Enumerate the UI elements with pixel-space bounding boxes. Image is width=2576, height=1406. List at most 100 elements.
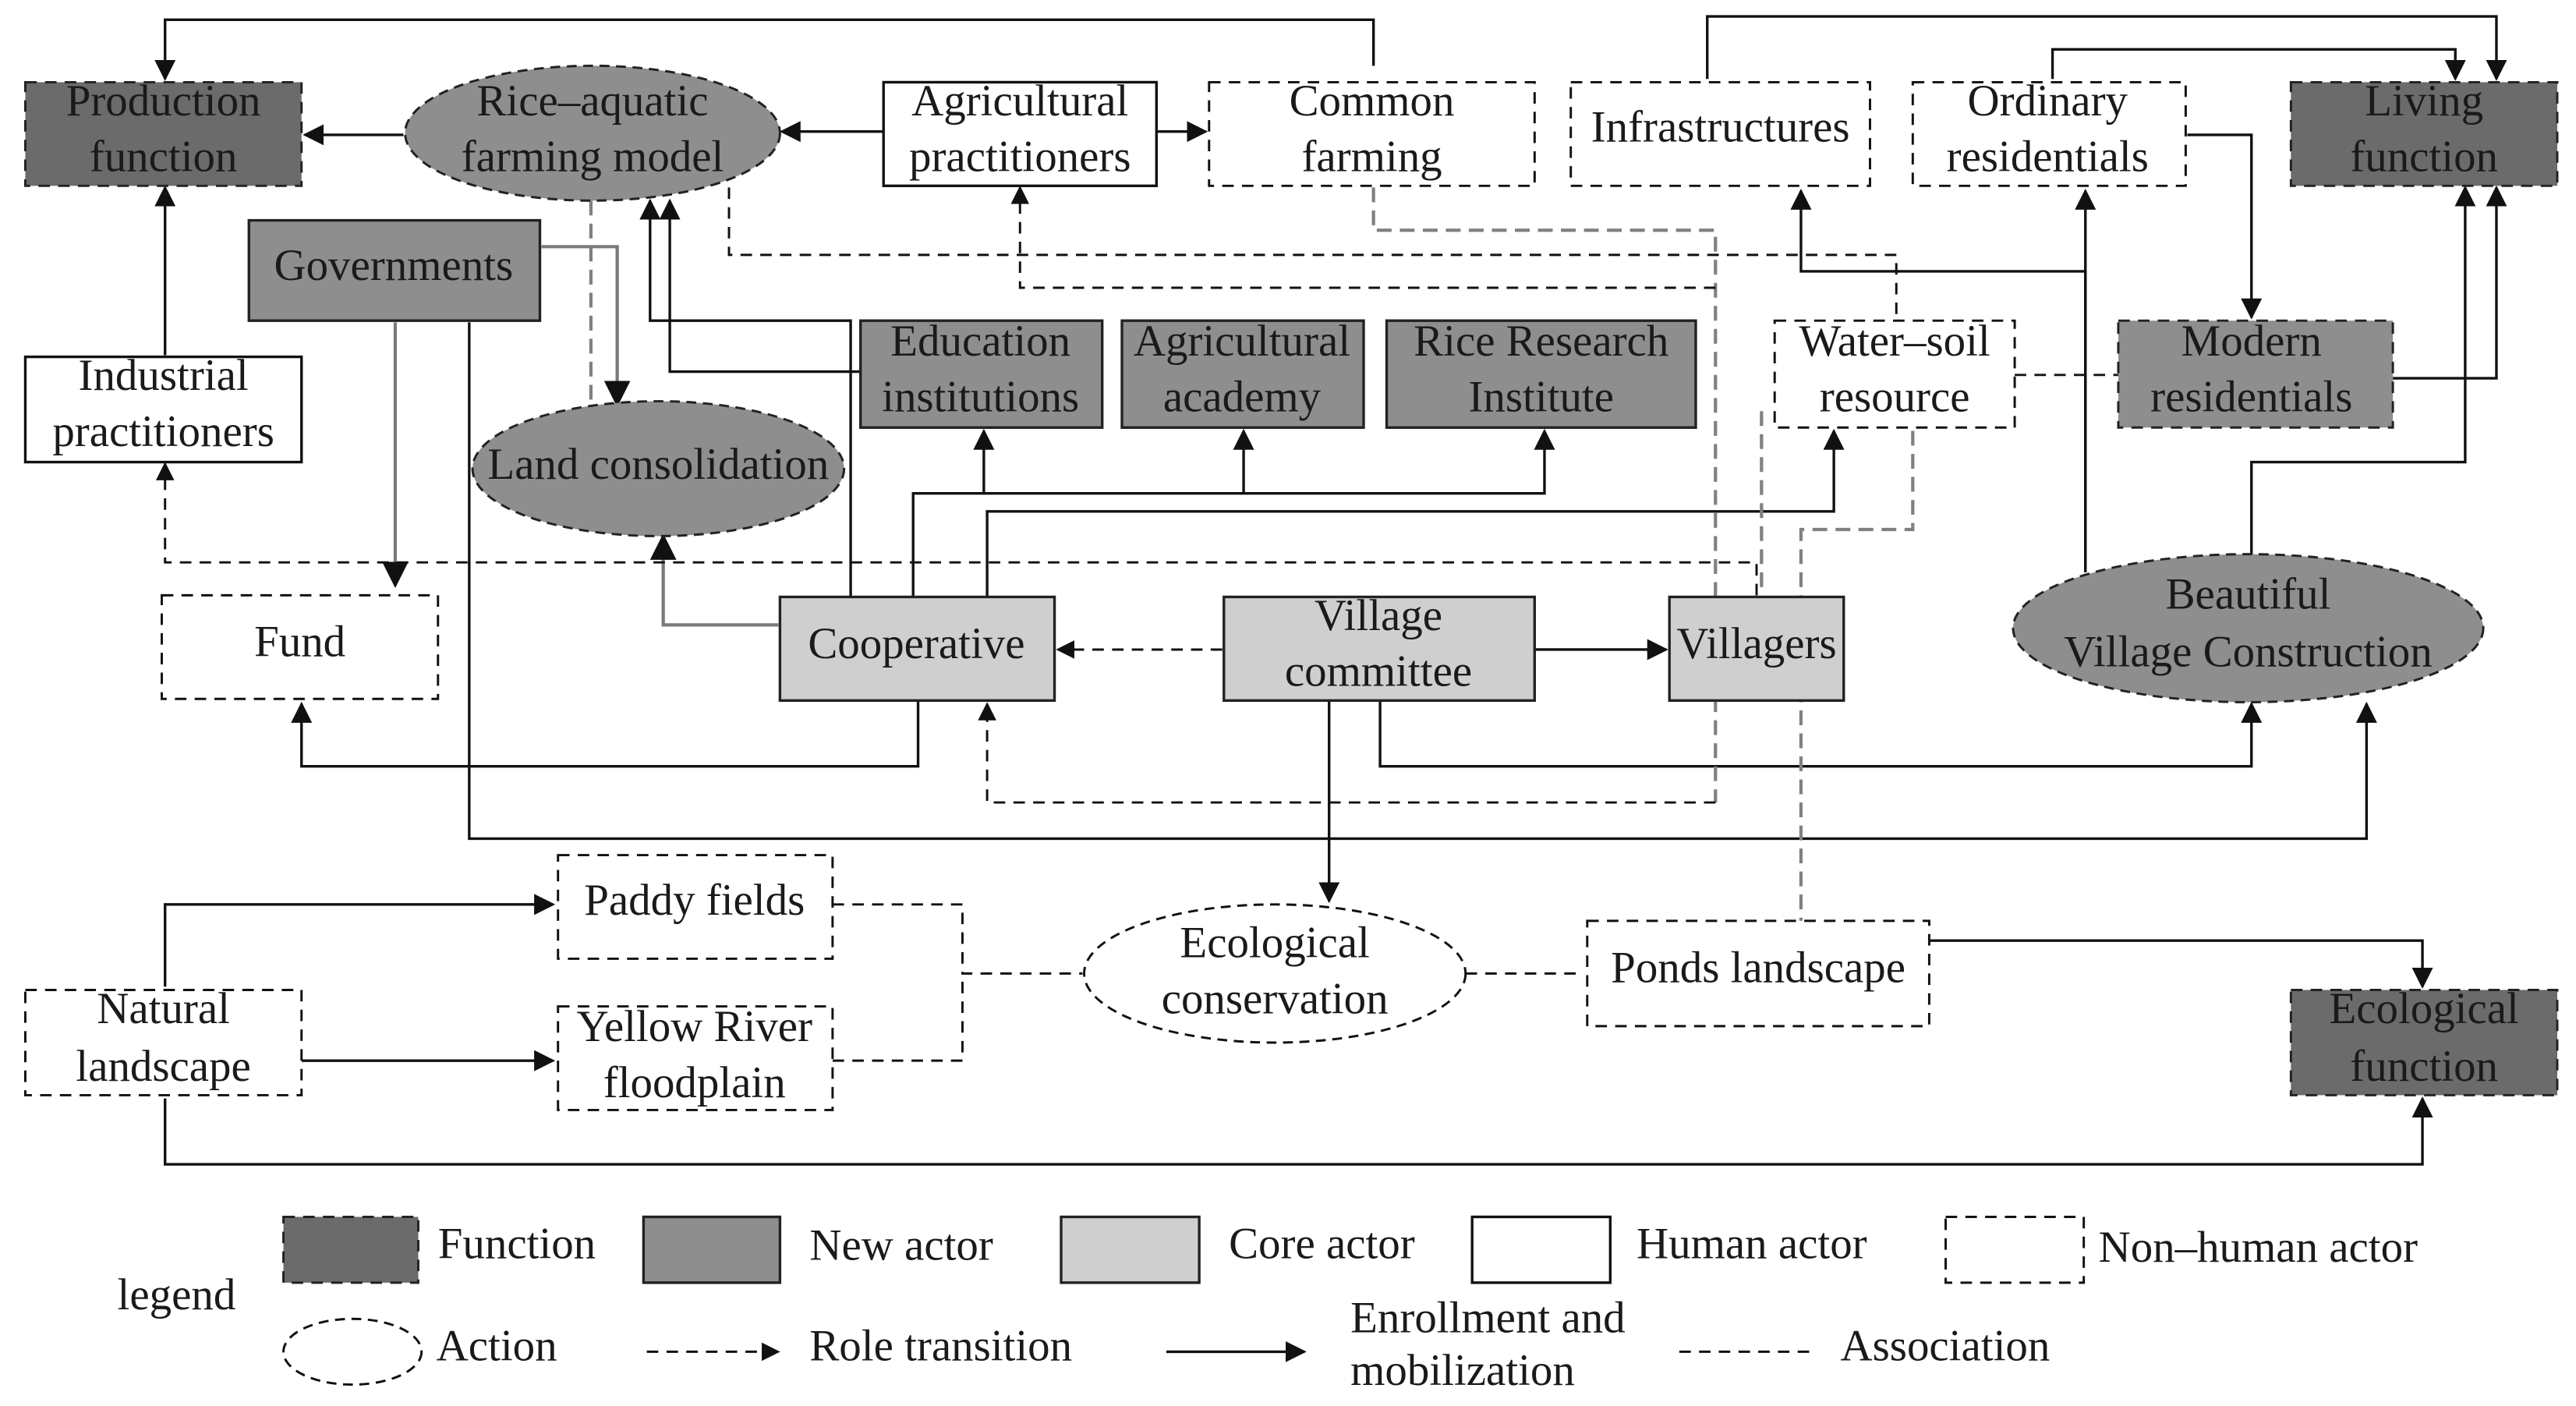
svg-text:residentials: residentials <box>1947 133 2149 182</box>
connectors <box>154 15 2507 1166</box>
edge-govt-to-land <box>541 245 631 408</box>
governments-label: Governments <box>274 241 513 290</box>
svg-text:floodplain: floodplain <box>603 1058 786 1107</box>
role-villagers-to-coop <box>978 702 1716 804</box>
svg-text:Cooperative: Cooperative <box>808 619 1024 668</box>
svg-text:institutions: institutions <box>882 373 1079 422</box>
common-farming-line2: farming <box>1301 133 1442 182</box>
svg-text:Ordinary: Ordinary <box>1968 76 2128 126</box>
living-function-line2: function <box>2350 133 2498 182</box>
agri-pract-line2: practitioners <box>909 133 1131 182</box>
node-paddy-fields: Paddy fields <box>557 854 834 960</box>
svg-text:Beautiful: Beautiful <box>2166 570 2331 619</box>
legend-role-transition-label: Role transition <box>809 1321 1072 1370</box>
svg-text:committee: committee <box>1285 647 1472 696</box>
legend-function-label: Function <box>438 1220 596 1269</box>
svg-text:Agricultural: Agricultural <box>1134 317 1350 366</box>
edge-coop-to-land <box>649 533 779 627</box>
node-villagers: Villagers <box>1668 595 1845 703</box>
edge-coop-to-fund <box>291 700 920 768</box>
node-education-institutions: Education institutions <box>859 317 1104 429</box>
edge-ordinary-to-modern <box>2187 133 2263 320</box>
education-line1: Education <box>890 317 1070 366</box>
fund-label: Fund <box>254 618 345 667</box>
legend-swatch-new-actor <box>642 1215 782 1284</box>
industrial-line1: Industrial <box>79 351 249 400</box>
eco-function-line1: Ecological <box>2329 984 2518 1033</box>
svg-text:function: function <box>2350 133 2498 182</box>
edge-coop-to-edu <box>911 428 1555 597</box>
node-industrial-practitioners: Industrial practitioners <box>23 351 303 464</box>
svg-text:Fund: Fund <box>254 618 345 667</box>
node-water-soil-resource: Water–soil resource <box>1773 317 2016 429</box>
svg-text:farming model: farming model <box>462 133 724 182</box>
node-land-consolidation: Land consolidation <box>471 400 846 537</box>
svg-text:New actor: New actor <box>809 1221 993 1270</box>
svg-text:function: function <box>2350 1042 2498 1091</box>
node-living-function: Living function <box>2289 76 2559 187</box>
edge-govt-to-beautiful <box>468 322 2377 841</box>
node-modern-residentials: Modern residentials <box>2117 317 2394 429</box>
svg-text:function: function <box>90 133 238 182</box>
legend-human-actor-label: Human actor <box>1637 1220 1867 1269</box>
svg-text:Infrastructures: Infrastructures <box>1591 103 1850 152</box>
svg-text:mobilization: mobilization <box>1350 1346 1575 1395</box>
node-agricultural-practitioners: Agricultural practitioners <box>882 76 1158 187</box>
svg-text:Function: Function <box>438 1220 596 1269</box>
svg-text:Village Construction: Village Construction <box>2064 627 2432 676</box>
edge-coop-to-water <box>985 428 1845 597</box>
agri-pract-line1: Agricultural <box>911 76 1128 126</box>
svg-text:academy: academy <box>1163 373 1322 422</box>
legend-swatch-human-actor <box>1470 1215 1612 1284</box>
rice-research-line2: Institute <box>1468 373 1614 422</box>
role-to-industrial <box>155 462 1758 596</box>
legend-core-actor-label: Core actor <box>1229 1220 1415 1269</box>
rice-aquatic-line1: Rice–aquatic <box>476 76 708 126</box>
node-infrastructures: Infrastructures <box>1569 80 1871 187</box>
legend: legend Function New actor Core actor Hum… <box>118 1215 2418 1395</box>
ordinary-line1: Ordinary <box>1968 76 2128 126</box>
academy-line2: academy <box>1163 373 1322 422</box>
svg-text:Role transition: Role transition <box>809 1321 1072 1370</box>
common-farming-line1: Common <box>1290 76 1455 126</box>
edge-ponds-to-ecofunction <box>1929 939 2433 989</box>
svg-text:landscape: landscape <box>76 1042 250 1091</box>
legend-swatch-non-human-actor <box>1944 1216 2086 1284</box>
svg-text:Enrollment and: Enrollment and <box>1350 1294 1626 1343</box>
svg-text:Ecological: Ecological <box>2329 984 2518 1033</box>
water-soil-line1: Water–soil <box>1799 317 1990 366</box>
svg-text:farming: farming <box>1301 133 1442 182</box>
legend-enrollment-line2: mobilization <box>1350 1346 1575 1395</box>
yellow-line2: floodplain <box>603 1058 786 1107</box>
svg-text:Villagers: Villagers <box>1676 619 1836 668</box>
assoc-water-ponds <box>1799 430 1915 921</box>
assoc-common-villagers <box>1371 187 1718 803</box>
industrial-line2: practitioners <box>52 407 274 456</box>
education-line2: institutions <box>882 373 1079 422</box>
production-function-line1: Production <box>66 76 261 126</box>
living-function-line1: Living <box>2365 76 2483 126</box>
ordinary-line2: residentials <box>1947 133 2149 182</box>
node-ordinary-residentials: Ordinary residentials <box>1911 76 2187 187</box>
svg-text:Modern: Modern <box>2181 317 2322 366</box>
svg-text:Governments: Governments <box>274 241 513 290</box>
node-production-function: Production function <box>23 76 303 187</box>
cooperative-label: Cooperative <box>808 619 1024 668</box>
assoc-rice-water <box>727 187 1898 320</box>
svg-text:Paddy fields: Paddy fields <box>584 876 805 925</box>
svg-text:Living: Living <box>2365 76 2483 126</box>
legend-action-label: Action <box>437 1321 557 1370</box>
edge-committee-to-beautiful <box>1378 700 2263 768</box>
rice-research-line1: Rice Research <box>1414 317 1668 366</box>
modern-line2: residentials <box>2150 373 2352 422</box>
svg-text:practitioners: practitioners <box>909 133 1131 182</box>
svg-text:Rice–aquatic: Rice–aquatic <box>476 76 708 126</box>
node-village-committee: Village committee <box>1223 591 1537 703</box>
land-consolidation-label: Land consolidation <box>487 440 829 489</box>
svg-text:Ponds landscape: Ponds landscape <box>1611 943 1905 992</box>
eco-cons-line2: conservation <box>1162 974 1389 1023</box>
svg-text:legend: legend <box>118 1270 236 1319</box>
node-ecological-conservation: Ecological conservation <box>1083 903 1467 1044</box>
